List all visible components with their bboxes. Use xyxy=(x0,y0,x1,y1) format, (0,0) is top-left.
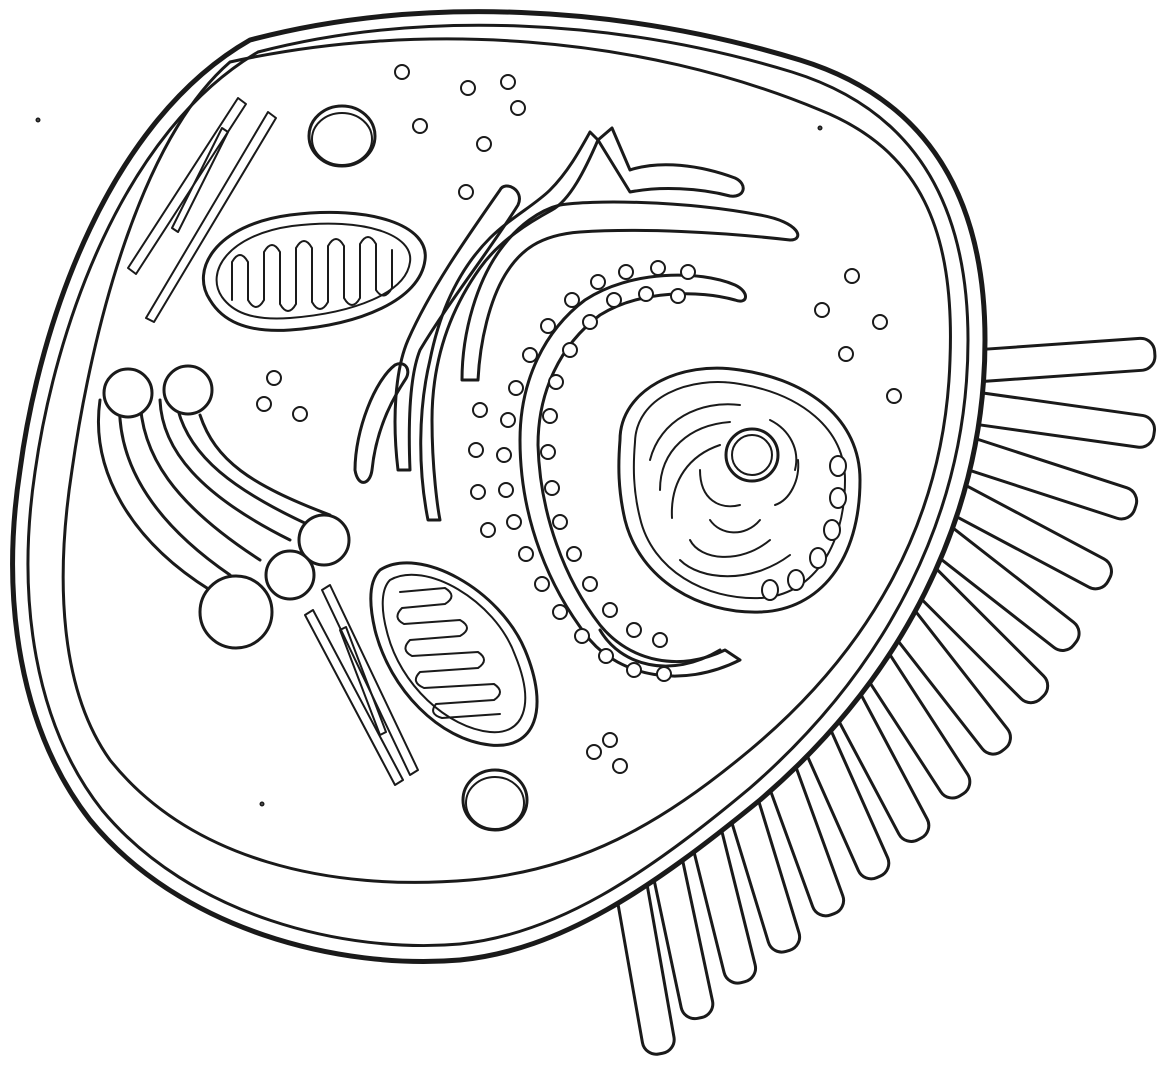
golgi-vesicle xyxy=(200,576,272,648)
nucleolus xyxy=(726,429,778,481)
golgi-vesicle xyxy=(266,551,314,599)
microvillus xyxy=(964,337,1156,382)
golgi-vesicle xyxy=(164,366,212,414)
golgi-vesicle xyxy=(104,369,152,417)
microvillus xyxy=(964,391,1157,449)
